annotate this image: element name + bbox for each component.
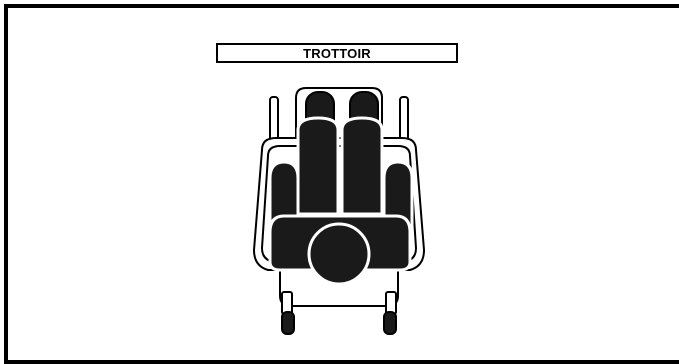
right-caster-wheel (384, 312, 396, 334)
wheelchair-user-illustration (0, 0, 679, 355)
right-leg (342, 118, 382, 214)
head (309, 224, 369, 284)
left-caster-wheel (282, 312, 294, 334)
left-caster-fork (282, 292, 292, 314)
right-caster-fork (386, 292, 396, 314)
left-leg (298, 118, 338, 214)
